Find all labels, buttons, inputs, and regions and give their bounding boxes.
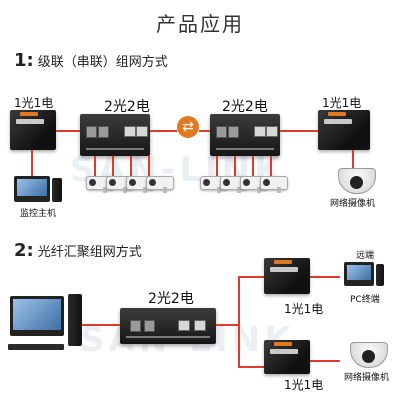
page-title: 产品应用	[156, 12, 244, 36]
swap-icon: ⇄	[177, 116, 199, 138]
label-sec2-big: 2光2电	[148, 291, 194, 307]
link-line	[148, 156, 150, 176]
desktop-monitor-icon	[10, 296, 64, 336]
link-line	[31, 150, 33, 176]
bullet-camera	[146, 176, 174, 193]
label-remote: 远端	[356, 251, 375, 261]
link-line	[252, 156, 254, 176]
label-sec2-bot-mc: 1光1电	[284, 378, 324, 392]
link-line	[130, 156, 132, 176]
link-line	[150, 130, 177, 132]
link-line	[112, 156, 114, 176]
link-line	[216, 324, 238, 326]
label-pc-terminal: PC终端	[350, 295, 380, 305]
media-converter-left	[10, 110, 56, 150]
link-line	[82, 324, 120, 326]
link-line	[238, 276, 240, 368]
label-left-mc: 1光1电	[14, 96, 54, 110]
label-right-mc: 1光1电	[322, 96, 362, 110]
link-line	[199, 130, 210, 132]
desktop-tower-icon	[68, 294, 82, 346]
section-2-number: 2:	[14, 240, 34, 261]
section-1-number: 1:	[14, 50, 34, 71]
bullet-camera	[260, 176, 288, 193]
link-line	[310, 360, 340, 362]
label-network-camera-1: 网络摄像机	[330, 199, 376, 209]
link-line	[280, 130, 318, 132]
link-line	[216, 156, 218, 176]
pc-terminal-icon	[344, 262, 374, 286]
dome-camera-2-icon	[350, 342, 388, 368]
link-line	[234, 156, 236, 176]
host-tower-icon	[52, 178, 62, 202]
section-2-text: 光纤汇聚组网方式	[37, 245, 142, 260]
section-1-heading: 1:级联（串联）组网方式	[14, 50, 168, 71]
link-line	[352, 150, 354, 168]
link-line	[238, 366, 264, 368]
media-converter-2f2e-right	[210, 114, 280, 156]
link-line	[56, 130, 80, 132]
monitor-host-icon	[14, 176, 50, 202]
label-left-big: 2光2电	[104, 99, 150, 115]
link-line	[270, 156, 272, 176]
media-converter-remote-top	[264, 258, 310, 294]
keyboard-icon	[8, 344, 64, 350]
section-2-heading: 2:光纤汇聚组网方式	[14, 240, 142, 261]
media-converter-right	[318, 110, 370, 150]
dome-camera-icon	[338, 168, 376, 194]
label-monitor-host: 监控主机	[20, 209, 57, 219]
label-network-camera-2: 网络摄像机	[344, 373, 390, 383]
link-line	[94, 156, 96, 176]
link-line	[310, 276, 340, 278]
label-right-big: 2光2电	[222, 99, 268, 115]
media-converter-2f2e-left	[80, 114, 150, 156]
pc-tower-icon	[376, 264, 384, 286]
label-sec2-top-mc: 1光1电	[284, 302, 324, 316]
link-line	[238, 276, 264, 278]
section-1-text: 级联（串联）组网方式	[37, 55, 168, 70]
media-converter-2f2e-aggregation	[120, 308, 216, 344]
media-converter-remote-bottom	[264, 340, 310, 374]
